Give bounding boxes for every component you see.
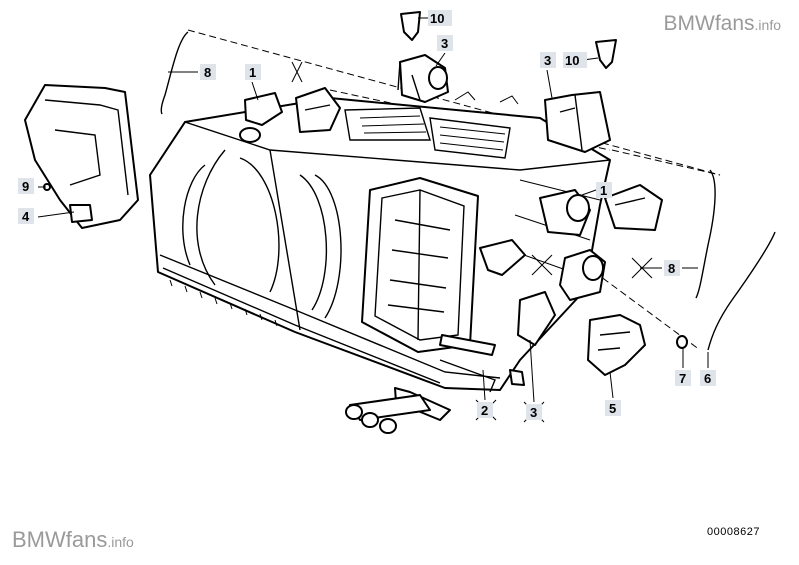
vacuum-hose-right [695, 169, 716, 299]
callout-label: 1 [596, 182, 612, 198]
callout-label: 5 [605, 400, 621, 416]
callout-label: 7 [675, 370, 691, 386]
callout-label: 2 [477, 402, 493, 418]
svg-text:1: 1 [600, 183, 607, 198]
brand-name: BMWfans [12, 527, 108, 552]
callout-label: 10 [563, 52, 587, 68]
actuator-motor-far-right [604, 184, 663, 231]
svg-text:4: 4 [22, 209, 30, 224]
brand-name: BMWfans [663, 12, 755, 35]
callout-label: 6 [700, 370, 716, 386]
hose-clamp [676, 335, 688, 349]
svg-text:10: 10 [565, 53, 579, 68]
callout-label: 8 [664, 260, 680, 276]
brand-watermark-bottom: BMWfans.info [12, 527, 134, 553]
flap-lever-left [239, 92, 283, 143]
flap-lever-mid [295, 87, 341, 133]
heater-housing [149, 91, 611, 434]
svg-text:3: 3 [530, 405, 537, 420]
callout-label: 3 [540, 52, 556, 68]
actuator-motor-right [539, 189, 591, 236]
actuator-motor-upper [397, 54, 449, 103]
callout-label: 4 [18, 208, 34, 224]
control-valve-assembly [509, 291, 646, 386]
callout-label: 3 [526, 404, 542, 420]
connector-plug-right [595, 39, 617, 69]
svg-text:3: 3 [544, 53, 551, 68]
connector-plug-upper [400, 11, 421, 41]
callout-label: 8 [200, 64, 216, 80]
svg-text:8: 8 [204, 65, 211, 80]
svg-text:8: 8 [668, 261, 675, 276]
callout-label: 1 [245, 64, 261, 80]
brand-suffix: .info [754, 17, 781, 33]
actuator-motor-lower [559, 249, 606, 301]
svg-text:3: 3 [441, 36, 448, 51]
callout-label: 3 [437, 35, 453, 51]
svg-text:7: 7 [679, 371, 686, 386]
vacuum-hose-lower [707, 231, 776, 351]
svg-text:1: 1 [249, 65, 256, 80]
svg-text:6: 6 [704, 371, 711, 386]
callout-label: 10 [428, 10, 452, 26]
callout-label: 9 [18, 178, 34, 194]
svg-text:9: 9 [22, 179, 29, 194]
brand-watermark-top: BMWfans.info [664, 12, 781, 36]
drawing-code: 00008627 [707, 526, 760, 538]
leader-lines [37, 17, 709, 403]
svg-text:10: 10 [430, 11, 444, 26]
vacuum-hose-left [160, 31, 189, 115]
svg-text:5: 5 [609, 401, 616, 416]
left-side-cover [24, 84, 139, 229]
bracket-small [479, 239, 526, 276]
brand-suffix: .info [107, 534, 134, 550]
svg-text:2: 2 [481, 403, 488, 418]
bracket-mount-right [544, 91, 611, 153]
